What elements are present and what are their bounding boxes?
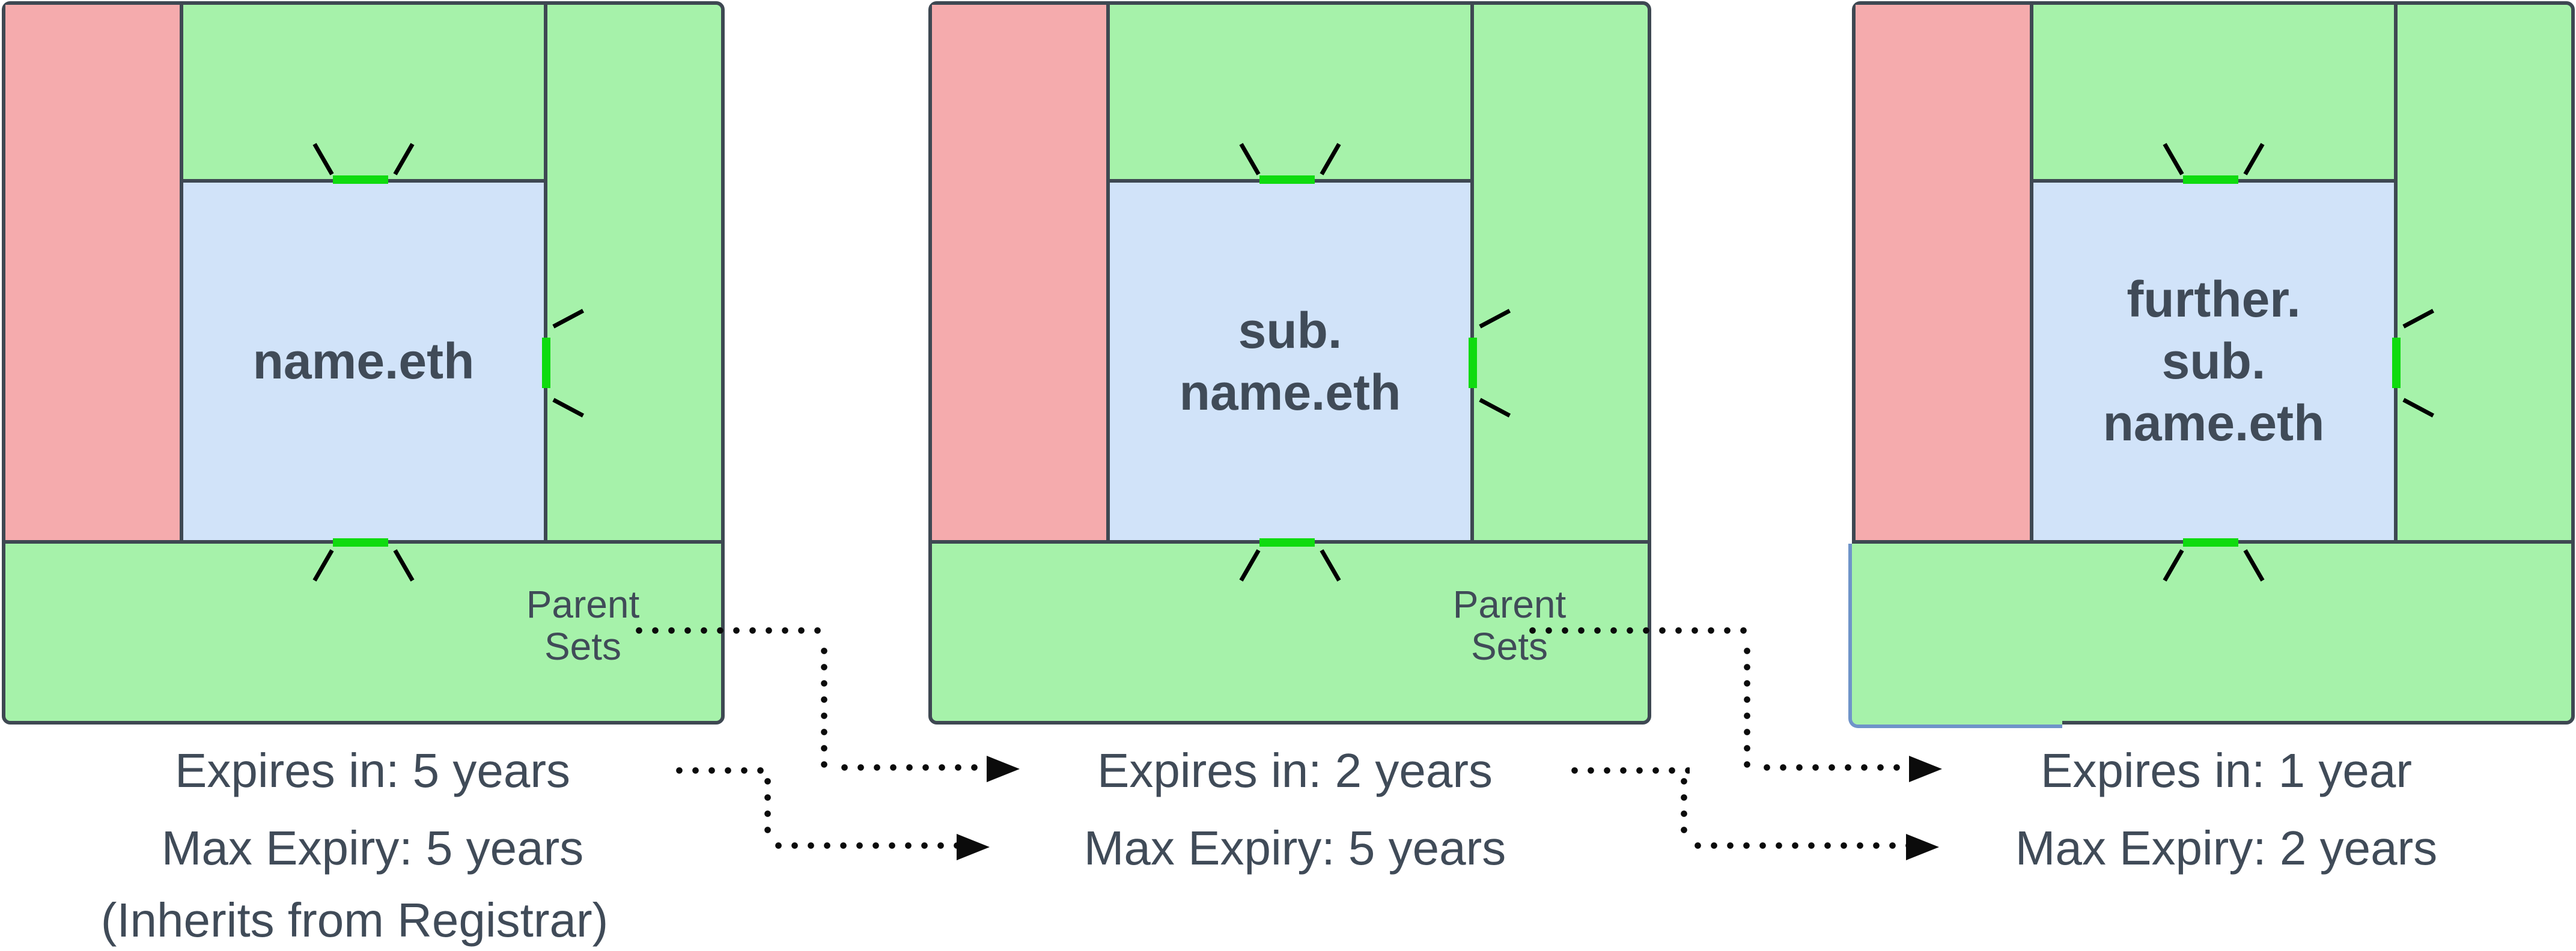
dotted-connector-parent1-h2 [841,764,987,771]
dotted-connector-parent1-v [821,648,827,770]
name-node-box: sub. name.eth [1110,179,1470,540]
name-label: name.eth [252,333,475,389]
pink-left-region [932,5,1110,540]
pink-left-region [5,5,183,540]
dotted-connector-expiry2-h [1571,767,1690,774]
name-node-box: name.eth [183,179,544,540]
dotted-connector-parent1-h [636,627,824,634]
ghost-strip-fill [1852,544,2062,725]
right-column-divider [2394,5,2398,540]
ghost-strip-blue-outline [1848,544,2062,728]
tick-bottom-icon [312,533,415,589]
sub-name-eth-box: sub. name.eth Parent Sets [928,1,1651,725]
caption-max-expiry-1: Max Expiry: 5 years [161,821,584,875]
tick-right-icon [1463,309,1529,418]
tick-segment [2392,338,2401,388]
tick-top-icon [2163,141,2265,187]
dotted-connector-parent2-h [1529,627,1747,634]
whisker-down-icon [1479,398,1511,418]
tick-segment [333,538,388,547]
pink-left-region [1856,5,2033,540]
tick-segment [1259,175,1315,184]
caption-expires-2: Expires in: 2 years [1097,744,1493,797]
tick-top-icon [312,141,415,187]
caption-max-expiry-2: Max Expiry: 5 years [1083,821,1506,875]
name-eth-box-inner: name.eth Parent Sets [5,5,721,721]
caption-expires-3: Expires in: 1 year [2040,744,2413,797]
tick-bottom-icon [2163,533,2265,589]
caption-expires-1: Expires in: 5 years [174,744,571,797]
arrowhead-right-icon [987,756,1020,782]
whisker-down-icon [2402,398,2435,418]
dotted-connector-expiry1-h2 [775,842,957,849]
tick-segment [2183,175,2238,184]
dotted-connector-parent2-h2 [1764,764,1909,771]
name-node-box: further. sub. name.eth [2033,179,2394,540]
dotted-connector-expiry2-v [1681,778,1687,840]
dotted-connector-expiry2-h2 [1694,842,1906,849]
whisker-right-icon [393,143,415,175]
tick-right-icon [537,309,603,418]
tick-segment [542,338,550,388]
whisker-up-icon [552,309,585,329]
tick-segment [333,175,388,184]
parent-sets-label: Parent Sets [1452,583,1567,668]
arrowhead-right-icon [1909,756,1942,782]
further-sub-name-eth-box-inner: further. sub. name.eth [1856,5,2571,721]
whisker-right-icon [2243,143,2265,175]
tick-right-icon [2387,309,2453,418]
arrowhead-right-icon [957,834,990,860]
name-label: further. sub. name.eth [2103,271,2325,451]
tick-top-icon [1239,141,1341,187]
further-sub-name-eth-box: further. sub. name.eth [1852,1,2575,725]
whisker-down-icon [552,398,585,418]
whisker-left-icon [1239,143,1261,175]
sub-name-eth-box-inner: sub. name.eth Parent Sets [932,5,1648,721]
tick-segment [2183,538,2238,547]
dotted-connector-expiry1-h [676,767,773,774]
dotted-connector-expiry1-v [764,778,771,840]
tick-bottom-icon [1239,533,1341,589]
caption-inherits-note-1: (Inherits from Registrar) [100,893,609,947]
parent-sets-label: Parent Sets [526,583,640,668]
tick-segment [1469,338,1477,388]
name-eth-box: name.eth Parent Sets [2,1,725,725]
dotted-connector-parent2-v [1744,648,1750,770]
name-label: sub. name.eth [1179,302,1401,421]
whisker-left-icon [2163,143,2184,175]
right-column-divider [544,5,547,540]
whisker-up-icon [1479,309,1511,329]
caption-max-expiry-3: Max Expiry: 2 years [2015,821,2438,875]
whisker-right-icon [1320,143,1341,175]
whisker-up-icon [2402,309,2435,329]
tick-segment [1259,538,1315,547]
right-column-divider [1470,5,1474,540]
arrowhead-right-icon [1906,834,1939,860]
whisker-left-icon [312,143,334,175]
